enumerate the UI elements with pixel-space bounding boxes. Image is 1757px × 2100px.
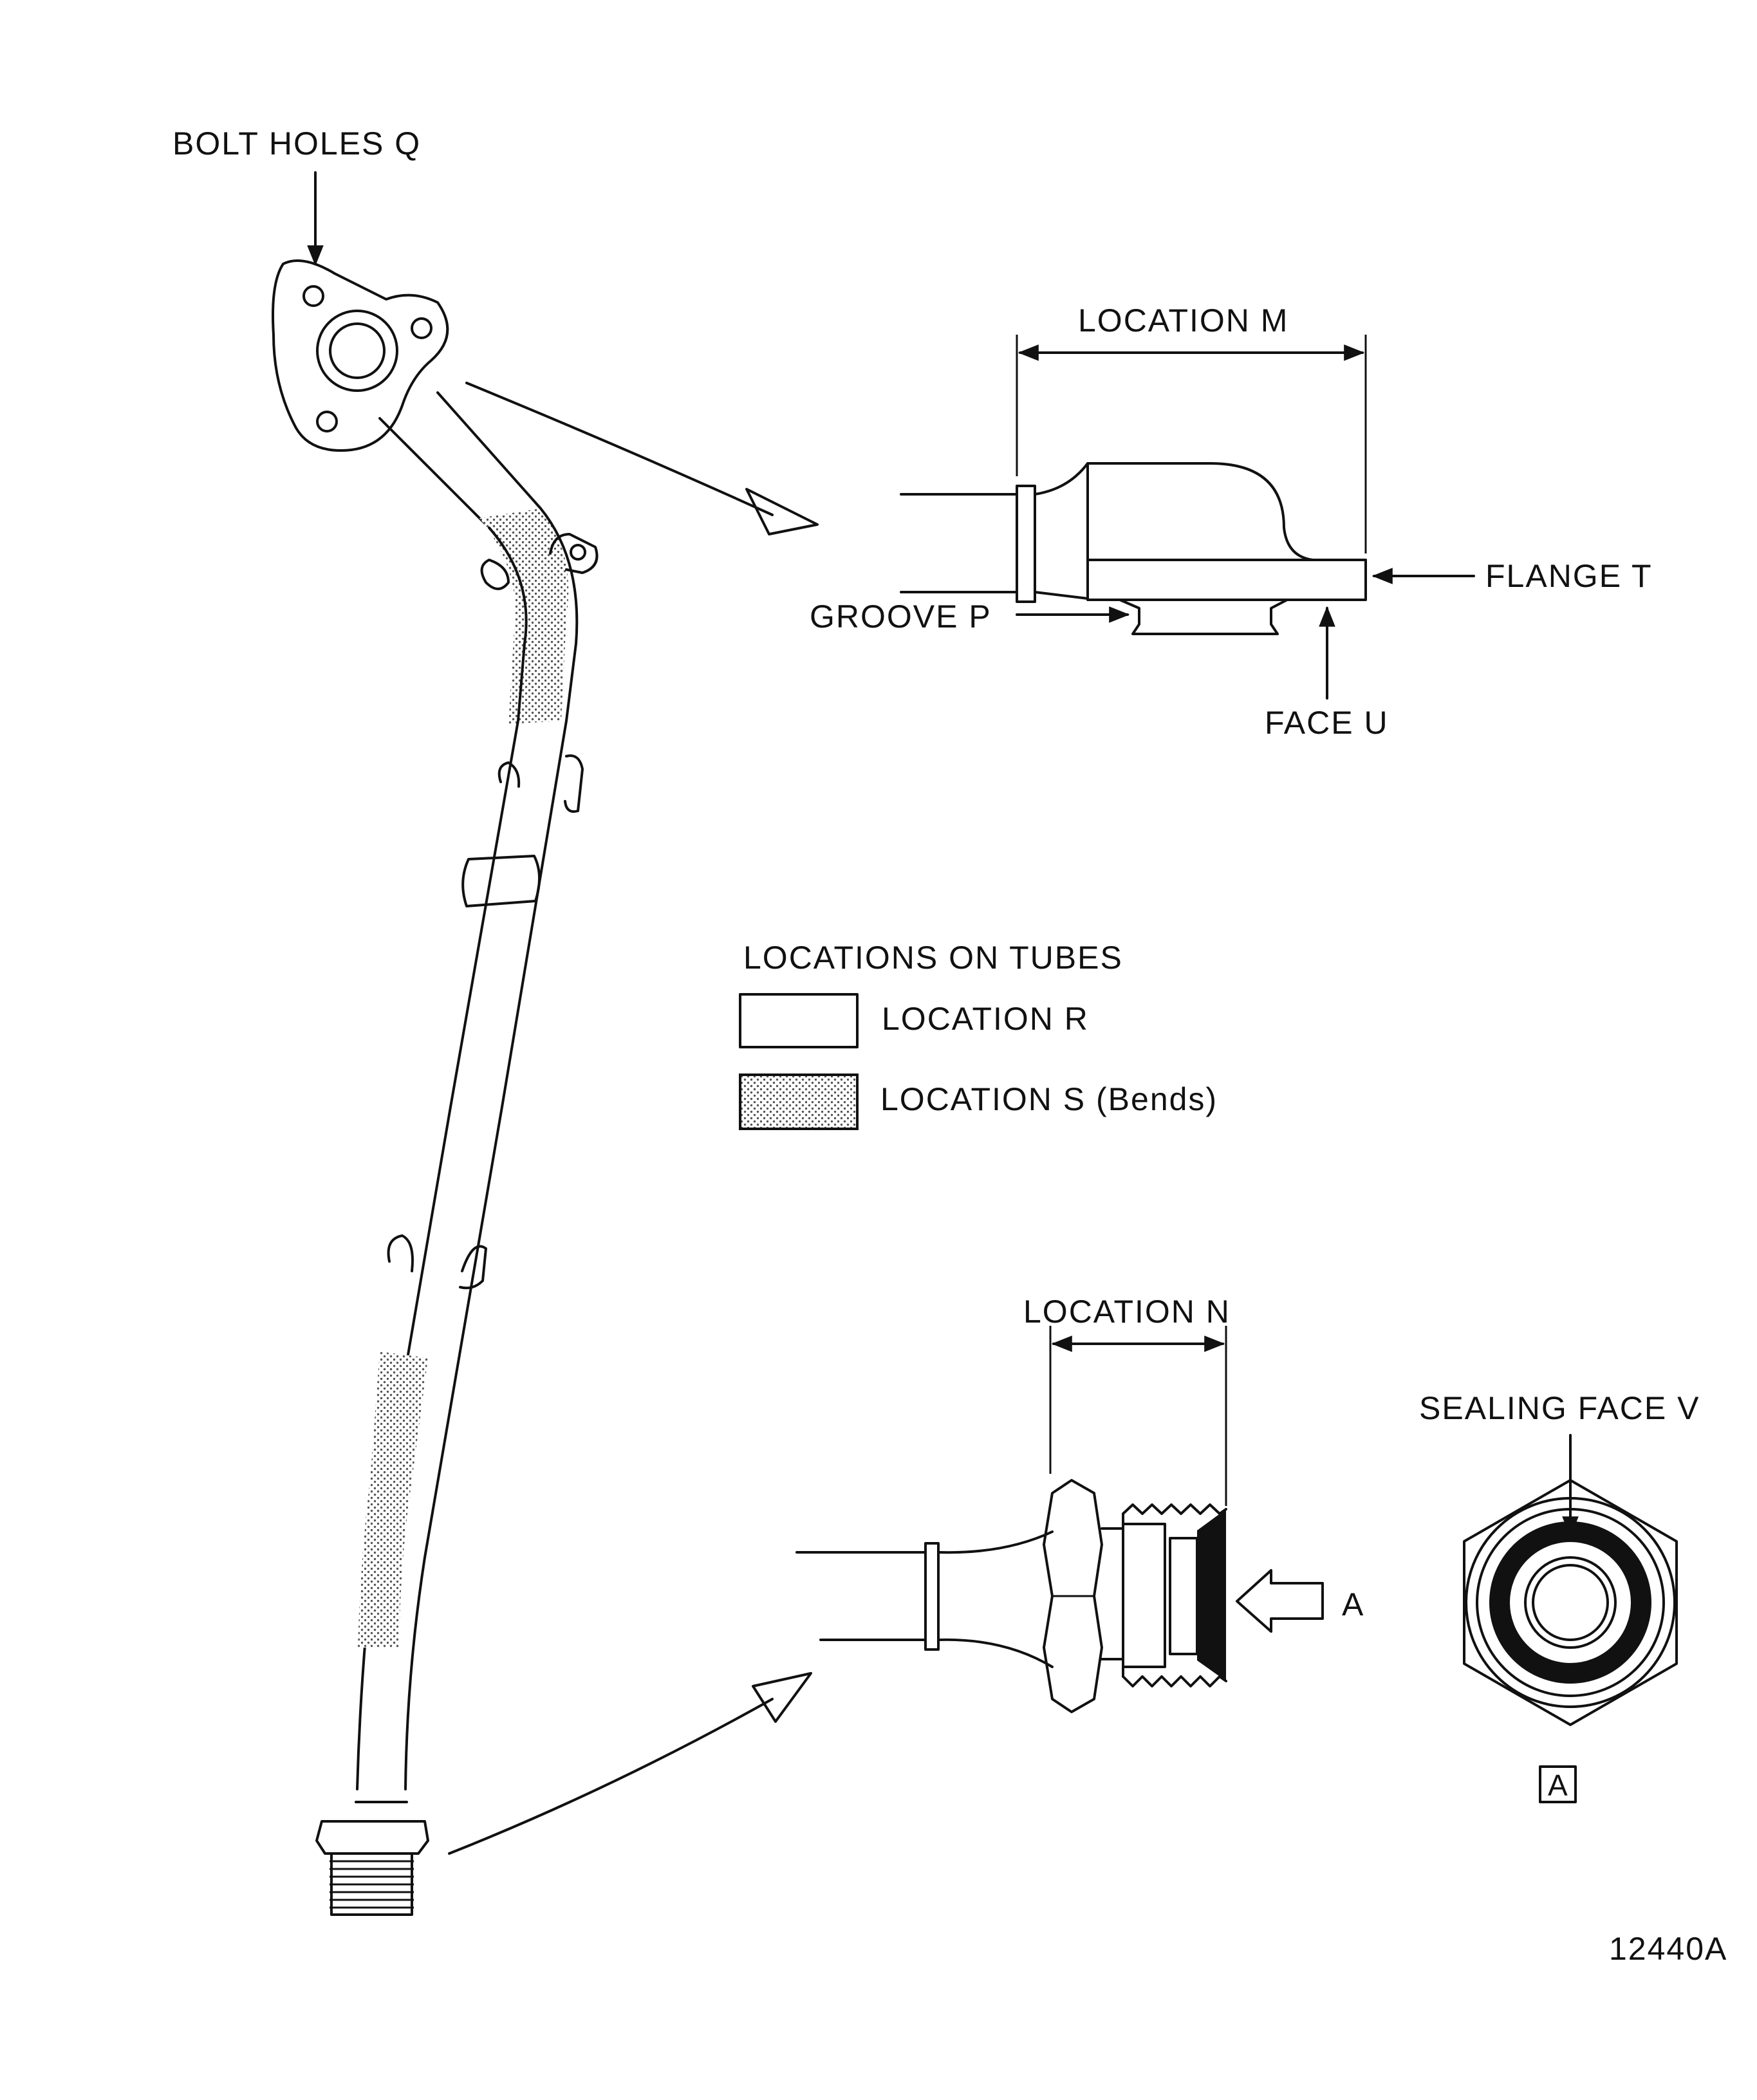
clip-4 [564,754,584,813]
groove-p-label: GROOVE P [810,599,992,635]
tube-upper-right-edge [436,391,542,510]
end-view-outer-circle [1465,1497,1676,1708]
flange-plate [1086,559,1367,601]
end-view-a: SEALING FACE V A [1419,1390,1700,1803]
legend-swatch-plain [739,993,859,1048]
clip-6 [459,1245,487,1290]
sealing-face-ring [1489,1521,1651,1684]
sealing-face-label: SEALING FACE V [1419,1390,1700,1426]
legend-swatch-stippled [739,1073,859,1130]
n-taper [937,1530,1054,1668]
n-inner-body [1122,1523,1166,1668]
flange-port-inner [329,322,386,379]
clip-3 [497,761,521,788]
n-collar [924,1542,940,1651]
detail-flange-end: LOCATION M FLANGE T GROOVE P FACE U [465,302,1653,741]
stub-collar [1016,485,1036,603]
end-threads [330,1860,414,1909]
end-view-bore-inner [1532,1564,1609,1641]
tube-upper-left-edge [378,417,490,529]
view-a-arrow-icon [1236,1569,1324,1633]
clip-2 [549,533,599,574]
view-a-box [1539,1765,1577,1803]
pointer-arrow-upper-head [745,488,819,535]
n-body [1101,1527,1124,1660]
bend-stipple-lower [358,1352,428,1648]
clip-band [461,855,541,907]
legend-item-s: LOCATION S (Bends) [880,1081,1218,1117]
figure-number: 12440A [1609,1931,1727,1967]
n-sealing-face-solid [1197,1509,1226,1681]
end-nut [315,1820,429,1855]
n-threads-bottom [1122,1675,1227,1687]
bolt-holes-label: BOLT HOLES Q [172,125,421,162]
clip-2-hole [570,544,586,561]
n-seal-seat [1169,1537,1198,1655]
end-view-bore-outer [1524,1556,1617,1649]
tube-right-edge [404,507,579,1790]
legend-title: LOCATIONS ON TUBES [743,940,1123,976]
flange-port-outer [316,310,398,392]
legend-item-r: LOCATION R [882,1001,1089,1037]
pointer-arrow-lower [448,1698,774,1855]
pointer-arrow-lower-head [752,1672,812,1723]
end-view-ring-circle [1476,1508,1665,1697]
face-u-label: FACE U [1265,705,1389,741]
location-m-label: LOCATION M [1078,302,1288,339]
pointer-arrow-upper [465,382,774,516]
view-a-box-label: A [1548,1769,1568,1802]
bolt-hole-icon [302,285,432,432]
clip-5 [387,1234,414,1272]
groove-ring [1119,599,1288,635]
view-a-label: A [1342,1586,1364,1622]
tube-assembly [272,259,599,1916]
bend-stipple-upper [479,508,569,724]
elbow-body [1086,462,1367,561]
clip-1 [480,559,510,590]
stub-taper [1034,462,1089,600]
detail-threaded-end: LOCATION N A [448,1294,1364,1855]
location-n-label: LOCATION N [1023,1294,1231,1330]
flange-t-label: FLANGE T [1485,558,1653,594]
tube-flange [272,259,449,452]
n-threads-top [1122,1503,1227,1515]
end-view-hex [1463,1479,1678,1726]
legend: LOCATIONS ON TUBES LOCATION R LOCATION S… [739,940,1218,1130]
